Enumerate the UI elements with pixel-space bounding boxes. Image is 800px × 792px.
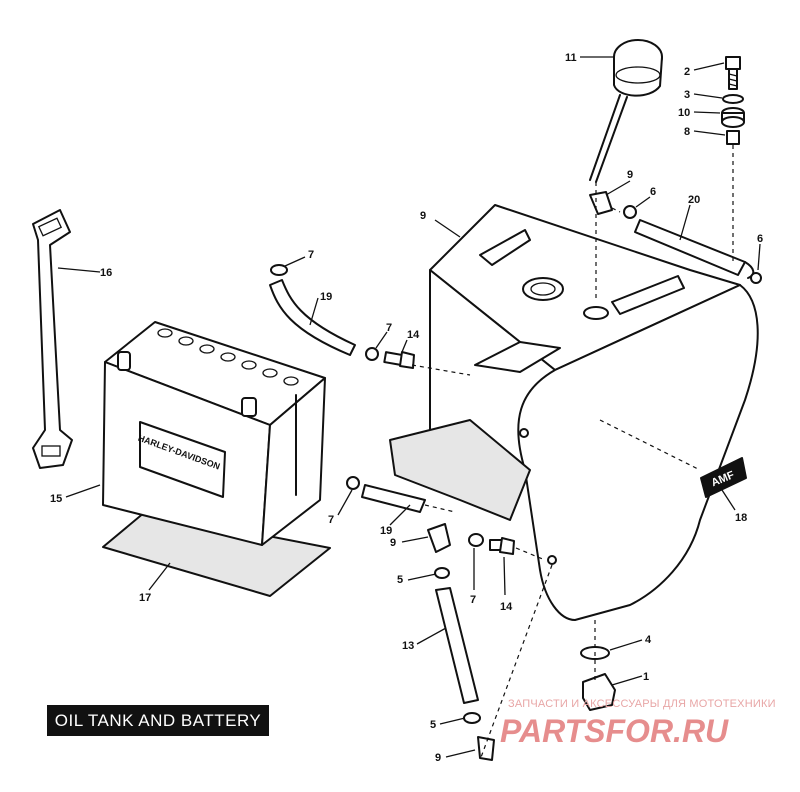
bolt-stack — [721, 56, 745, 145]
diagram-caption: OIL TANK AND BATTERY — [47, 705, 269, 736]
battery: HARLEY-DAVIDSON — [102, 321, 326, 546]
callout-19-lower: 19 — [380, 525, 392, 537]
callout-7-top: 7 — [308, 249, 314, 261]
amf-emblem: AMF — [700, 457, 747, 498]
callout-9-bottom: 9 — [435, 752, 441, 764]
battery-pad — [102, 511, 331, 597]
callout-7-mid: 7 — [386, 322, 392, 334]
callout-6-right: 6 — [757, 233, 763, 245]
battery-strap — [32, 209, 73, 469]
callout-13: 13 — [402, 640, 414, 652]
callout-7-lower: 7 — [328, 514, 334, 526]
callout-18: 18 — [735, 512, 747, 524]
callout-10: 9 — [420, 210, 426, 222]
upper-hose — [269, 264, 415, 369]
callout-1: 1 — [643, 671, 649, 683]
callout-17: 17 — [139, 592, 151, 604]
callout-14-bottom: 14 — [500, 601, 513, 613]
callout-5-bottom: 5 — [430, 719, 436, 731]
drain-hose — [434, 567, 495, 761]
callout-20: 20 — [688, 194, 700, 206]
callout-2: 2 — [684, 66, 690, 78]
vent-hose — [634, 219, 762, 284]
callout-15: 15 — [50, 493, 62, 505]
callout-8: 8 — [684, 126, 690, 138]
dipstick — [589, 39, 663, 183]
oil-tank — [389, 204, 759, 621]
leader-lines — [57, 56, 761, 758]
callout-14-top: 14 — [407, 329, 420, 341]
callouts: 11 2 3 10 8 9 6 20 6 9 7 16 19 7 14 15 7… — [50, 52, 763, 764]
callout-4: 4 — [645, 634, 652, 646]
callout-16: 16 — [100, 267, 112, 279]
callout-5-top: 5 — [397, 574, 403, 586]
callout-6-top: 6 — [650, 186, 656, 198]
callout-12: 11 — [565, 52, 577, 64]
callout-9-top: 9 — [627, 169, 633, 181]
callout-11: 10 — [678, 107, 690, 119]
callout-9-mid: 9 — [390, 537, 396, 549]
watermark-logo: PARTSFOR.RU — [500, 713, 729, 749]
callout-19-top: 19 — [320, 291, 332, 303]
watermark-tagline: ЗАПЧАСТИ И АКСЕССУАРЫ ДЛЯ МОТОТЕХНИКИ — [508, 698, 776, 710]
watermark-brand: PARTSFOR.RU — [500, 713, 729, 749]
callout-3: 3 — [684, 89, 690, 101]
assembly-lines — [411, 145, 734, 761]
callout-7-bottom: 7 — [470, 594, 476, 606]
top-elbow-fitting — [589, 191, 637, 219]
